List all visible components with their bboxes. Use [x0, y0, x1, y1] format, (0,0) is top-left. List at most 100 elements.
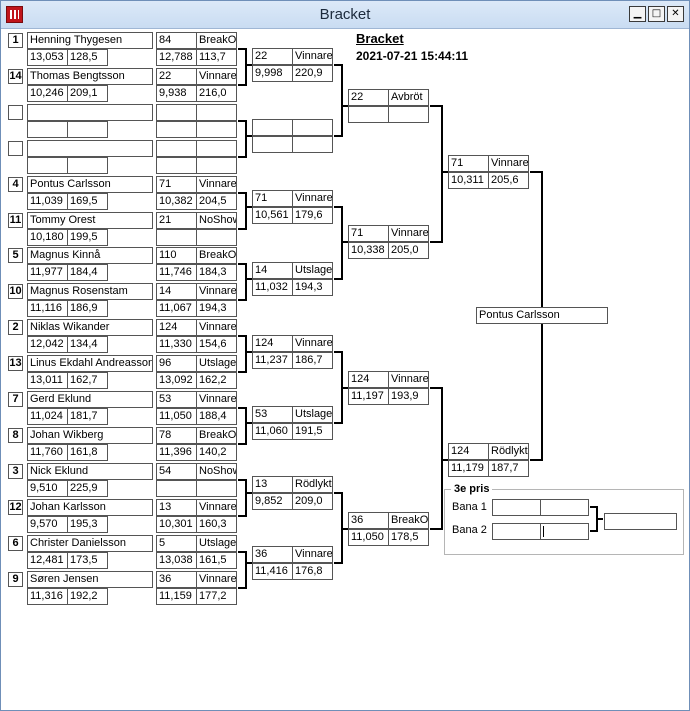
qualifier-result[interactable]: 5Utslagen [156, 535, 237, 552]
player-name[interactable]: Linus Ekdahl Andreasson [27, 355, 153, 372]
player-name[interactable]: Tommy Orest [27, 212, 153, 229]
qualifier-result[interactable]: 110BreakOut [156, 247, 237, 264]
player-name[interactable]: Niklas Wikander [27, 319, 153, 336]
third-place-result[interactable] [604, 513, 677, 530]
player-name[interactable]: Henning Thygesen [27, 32, 153, 49]
r2-result[interactable]: 53Utslagen [252, 406, 333, 423]
player-scores[interactable] [27, 121, 108, 138]
player-name[interactable] [27, 104, 153, 121]
r2-result[interactable]: 14Utslagen [252, 262, 333, 279]
player-name[interactable]: Christer Danielsson [27, 535, 153, 552]
player-name[interactable]: Søren Jensen [27, 571, 153, 588]
close-button[interactable]: ✕ [667, 6, 684, 22]
player-scores[interactable] [27, 157, 108, 174]
r3-scores[interactable] [348, 106, 429, 123]
player-name[interactable]: Magnus Rosenstam [27, 283, 153, 300]
bracket-heading[interactable]: Bracket [356, 31, 404, 46]
r2-result[interactable] [252, 119, 333, 136]
qualifier-scores[interactable] [156, 157, 237, 174]
player-name[interactable] [27, 140, 153, 157]
r3-result[interactable]: 36BreakOut [348, 512, 429, 529]
champion-box[interactable]: Pontus Carlsson [476, 307, 608, 324]
maximize-button[interactable]: □ [648, 6, 665, 22]
qualifier-result[interactable]: 96Utslagen [156, 355, 237, 372]
qualifier-result[interactable] [156, 140, 237, 157]
player-name[interactable]: Thomas Bengtsson [27, 68, 153, 85]
qualifier-result[interactable]: 78BreakOut [156, 427, 237, 444]
player-name[interactable]: Gerd Eklund [27, 391, 153, 408]
qualifier-scores[interactable] [156, 121, 237, 138]
player-name[interactable]: Magnus Kinnå [27, 247, 153, 264]
r4-result[interactable]: 124Rödlykta [448, 443, 529, 460]
lane-2-entry[interactable] [492, 523, 589, 540]
r2-scores[interactable] [252, 136, 333, 153]
r2-result[interactable]: 13Rödlykta [252, 476, 333, 493]
minimize-button[interactable]: ▁ [629, 6, 646, 22]
title-bar[interactable]: Bracket ▁ □ ✕ [1, 1, 689, 29]
player-name[interactable]: Johan Karlsson [27, 499, 153, 516]
player-name[interactable]: Johan Wikberg [27, 427, 153, 444]
qualifier-scores[interactable] [156, 480, 237, 497]
qualifier-result[interactable] [156, 104, 237, 121]
qualifier-result[interactable]: 84BreakOut [156, 32, 237, 49]
lane-1-entry[interactable] [492, 499, 589, 516]
player-name[interactable]: Nick Eklund [27, 463, 153, 480]
player-name[interactable]: Pontus Carlsson [27, 176, 153, 193]
qualifier-scores[interactable] [156, 229, 237, 246]
